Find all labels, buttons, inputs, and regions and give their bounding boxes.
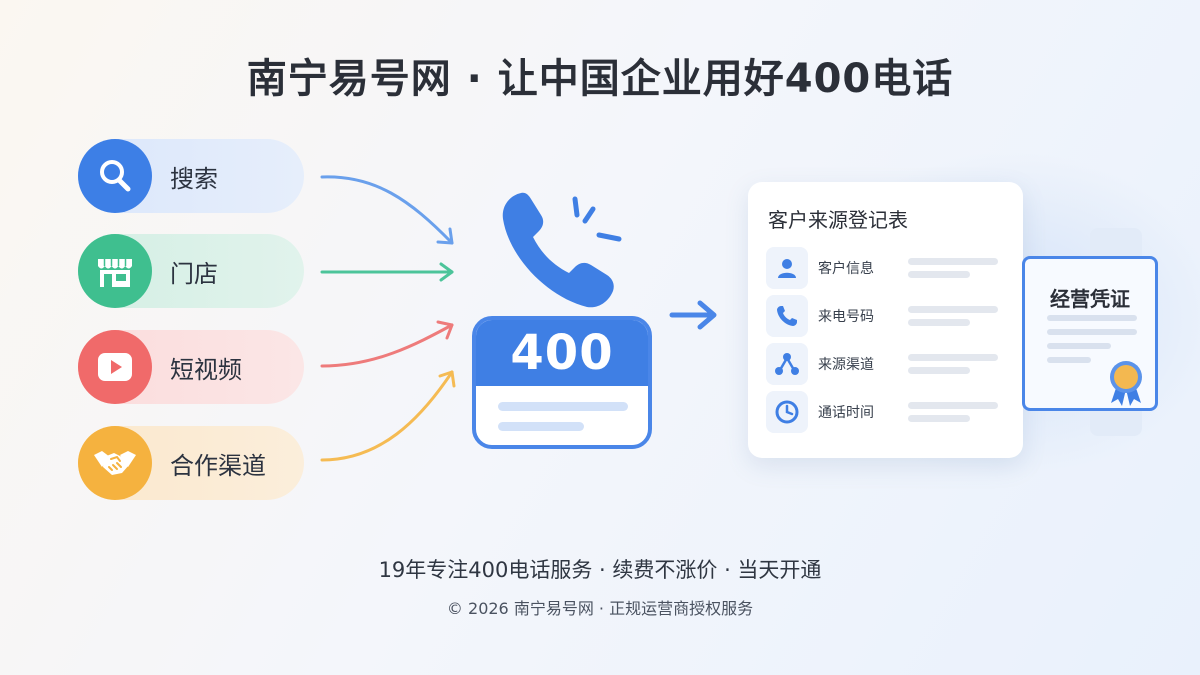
store-icon xyxy=(78,234,152,308)
form-row: 客户信息 xyxy=(766,246,1004,290)
form-row-label: 来电号码 xyxy=(818,309,874,325)
placeholder-line xyxy=(498,422,584,431)
arrow-video-head xyxy=(436,320,454,340)
form-row: 通话时间 xyxy=(766,390,1004,434)
placeholder-line xyxy=(498,402,628,411)
certificate-title: 经营凭证 xyxy=(1050,287,1130,311)
play-icon xyxy=(78,330,152,404)
source-short-video: 短视频 xyxy=(78,330,304,404)
form-row: 来源渠道 xyxy=(766,342,1004,386)
placeholder-lines xyxy=(896,294,1004,338)
placeholder-line xyxy=(1047,357,1091,363)
arrow-video xyxy=(320,323,454,368)
placeholder-lines xyxy=(896,390,1004,434)
arrow-store-head xyxy=(439,262,454,282)
search-icon xyxy=(78,139,152,213)
source-search: 搜索 xyxy=(78,139,304,213)
footer-tagline: 19年专注400电话服务 · 续费不涨价 · 当天开通 xyxy=(378,558,822,582)
placeholder-line xyxy=(1047,343,1111,349)
placeholder-lines xyxy=(896,342,1004,386)
source-label: 搜索 xyxy=(170,164,218,193)
source-partner-channel: 合作渠道 xyxy=(78,426,304,500)
business-certificate: 经营凭证 xyxy=(1022,256,1158,411)
form-row-label: 客户信息 xyxy=(818,261,874,277)
placeholder-lines xyxy=(896,246,1004,290)
arrow-search-head xyxy=(436,227,454,245)
handshake-icon xyxy=(78,426,152,500)
form-title: 客户来源登记表 xyxy=(768,208,908,232)
clock-icon xyxy=(766,391,808,433)
placeholder-line xyxy=(1047,315,1137,321)
source-label: 合作渠道 xyxy=(170,451,266,480)
form-row-label: 来源渠道 xyxy=(818,357,874,373)
source-label: 短视频 xyxy=(170,355,242,384)
footer-copyright: © 2026 南宁易号网 · 正规运营商授权服务 xyxy=(446,599,754,618)
hub-number: 400 xyxy=(476,320,648,386)
phone-icon xyxy=(766,295,808,337)
arrow-partner xyxy=(320,370,454,462)
placeholder-line xyxy=(1047,329,1137,335)
source-label: 门店 xyxy=(170,259,218,288)
phone-icon xyxy=(502,192,622,308)
hub-400-card: 400 xyxy=(472,316,652,449)
arrow-search xyxy=(320,175,454,245)
user-icon xyxy=(766,247,808,289)
form-row: 来电号码 xyxy=(766,294,1004,338)
network-icon xyxy=(766,343,808,385)
source-store: 门店 xyxy=(78,234,304,308)
arrow-partner-head xyxy=(438,370,456,388)
arrow-to-form xyxy=(669,300,717,330)
form-row-label: 通话时间 xyxy=(818,405,874,421)
page-title: 南宁易号网 · 让中国企业用好400电话 xyxy=(246,56,954,102)
award-seal-icon xyxy=(1110,361,1142,406)
customer-source-form: 客户来源登记表 客户信息 来电号码 xyxy=(748,182,1023,458)
